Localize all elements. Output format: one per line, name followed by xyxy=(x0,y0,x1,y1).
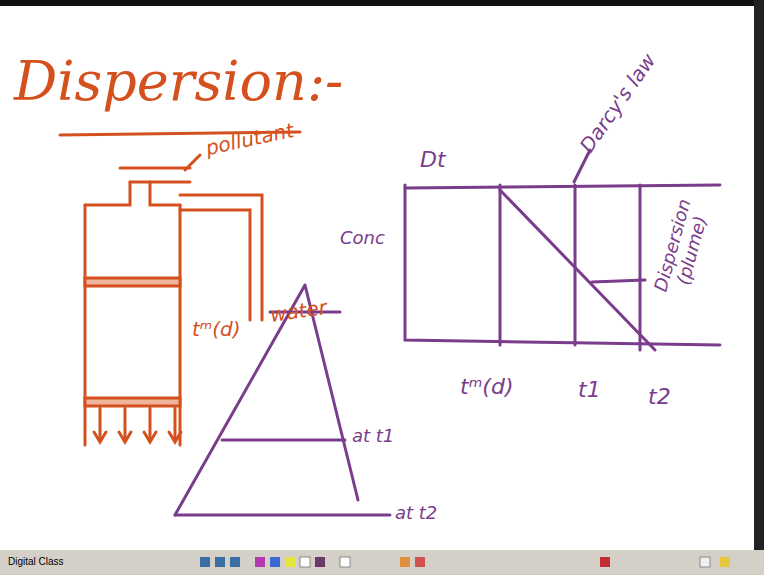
time-label: at t1 xyxy=(352,426,394,446)
part-label: pollutant xyxy=(204,119,296,159)
tick-label: tᵐ(d) xyxy=(460,375,513,399)
column-sketch xyxy=(60,132,300,445)
curve-label: Darcy's law xyxy=(576,50,660,157)
tick-label: t1 xyxy=(578,378,601,402)
graph-sketch xyxy=(175,150,720,515)
frame-top xyxy=(0,0,764,6)
axis-label: Conc xyxy=(340,228,385,248)
axis-label: Dt xyxy=(420,148,446,172)
part-label: water xyxy=(269,296,328,326)
slide-title: Dispersion:- xyxy=(14,50,343,113)
toolbar-icons xyxy=(200,557,730,567)
variable-label: tᵐ(d) xyxy=(192,318,241,340)
taskbar-text: Digital Class xyxy=(8,556,64,567)
taskbar xyxy=(0,550,764,575)
curve-label: Dispersion (plume) xyxy=(650,194,714,301)
frame-right xyxy=(754,0,764,550)
tick-label: t2 xyxy=(648,385,671,409)
time-label: at t2 xyxy=(395,503,437,523)
